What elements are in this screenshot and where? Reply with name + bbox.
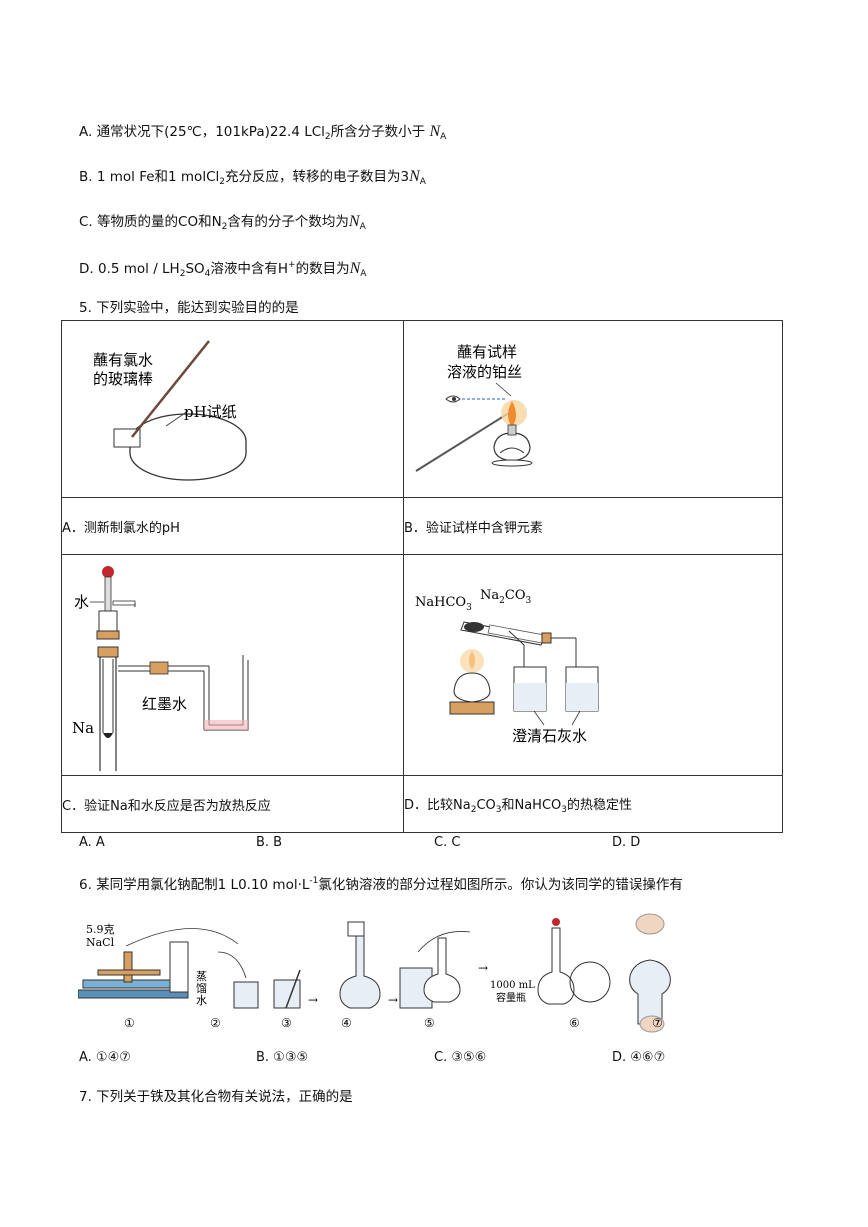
q5-choice-c[interactable]: C. C [434, 835, 461, 850]
step-4: ④ [341, 1016, 352, 1030]
step-3: ③ [281, 1016, 292, 1030]
subscript: A [440, 132, 447, 142]
q6-choice-a[interactable]: A. ①④⑦ [79, 1050, 131, 1065]
avogadro-symbol: N [348, 213, 360, 230]
label-distilled-1: 蒸 [196, 970, 207, 983]
label-volumetric-flask: 容量瓶 [496, 991, 526, 1004]
svg-text:→: → [478, 961, 488, 975]
label-distilled-3: 水 [196, 994, 207, 1007]
option-text: 0.5 mol / LH [97, 261, 180, 277]
caption-c: C．验证Na和水反应是否为放热反应 [61, 775, 404, 833]
option-text: 溶液中含有H [210, 261, 289, 277]
option-text: 所含分子数小于 [330, 124, 426, 140]
thermal-stability-illustration: NaHCO3 Na2CO3 澄清石灰水 [415, 588, 599, 745]
q6-choice-c[interactable]: C. ③⑤⑥ [434, 1050, 487, 1065]
svg-text:→: → [308, 993, 318, 1007]
option-text: 含有的分子个数均为 [227, 214, 349, 230]
cell-b-figure: 蘸有试样 溶液的铂丝 [403, 320, 783, 498]
cell-a-figure: 蘸有氯水 的玻璃棒 pH试纸 [61, 320, 404, 498]
cell-d-figure: NaHCO3 Na2CO3 澄清石灰水 [403, 554, 783, 776]
subscript: 4 [204, 269, 211, 279]
label-chlorine-rod-2: 的玻璃棒 [93, 370, 153, 388]
option-text: 充分反应，转移的电子数目为3 [224, 169, 410, 185]
label-flask-volume: 1000 mL [490, 980, 535, 991]
cell-c-figure: 水 Na 红墨水 [61, 554, 404, 786]
option-letter: A. [79, 124, 93, 140]
option-text: 等物质的量的CO和N [97, 214, 222, 230]
subscript: 2 [219, 177, 225, 187]
q6-procedure-figure: 5.9克 NaCl 蒸 馏 水 → → → 1000 mL 容量瓶 ① ② ③ … [78, 913, 671, 1033]
q5-experiment-table: 蘸有氯水 的玻璃棒 pH试纸 蘸有试样 溶液的铂丝 [61, 320, 783, 833]
q6-stem: 6. 某同学用氯化钠配制1 L0.10 mol·L-1氯化钠溶液的部分过程如图所… [79, 876, 683, 893]
caption-a: A．测新制氯水的pH [61, 497, 404, 555]
step-5: ⑤ [424, 1016, 435, 1030]
label-water: 水 [74, 593, 89, 611]
subscript: 2 [179, 269, 186, 279]
option-letter: D. [79, 261, 94, 277]
step-1: ① [124, 1016, 135, 1030]
avogadro-symbol: N [409, 168, 420, 185]
q5-choice-a[interactable]: A. A [79, 835, 105, 850]
label-ph-paper: pH试纸 [184, 403, 237, 421]
avogadro-symbol: N [429, 123, 441, 140]
option-text: SO [185, 261, 205, 277]
label-nahco3: NaHCO3 [415, 595, 472, 613]
subscript: 2 [324, 132, 331, 142]
q7-stem: 7. 下列关于铁及其化合物有关说法，正确的是 [79, 1089, 353, 1105]
step-6: ⑥ [569, 1016, 580, 1030]
sodium-water-illustration: 水 Na 红墨水 [72, 566, 249, 786]
label-sodium: Na [72, 719, 94, 737]
superscript: + [288, 260, 296, 270]
option-text: 通常状况下(25℃，101kPa)22.4 LCl [96, 124, 325, 140]
q5-choice-b[interactable]: B. B [256, 835, 283, 850]
option-text: 的数目为 [295, 261, 350, 277]
label-distilled-2: 馏 [196, 981, 207, 995]
step-labels: ① ② ③ ④ ⑤ ⑥ ⑦ [124, 1016, 663, 1030]
subscript: A [359, 222, 366, 232]
flame-test-illustration: 蘸有试样 溶液的铂丝 [415, 343, 533, 472]
label-chlorine-rod-1: 蘸有氯水 [93, 351, 153, 369]
q4-option-b: B. 1 mol Fe和1 molCl2充分反应，转移的电子数目为3NA [79, 165, 426, 187]
option-letter: C. [79, 214, 93, 230]
q4-option-a: A. 通常状况下(25℃，101kPa)22.4 LCl2所含分子数小于 NA [79, 120, 446, 142]
q5-choice-d[interactable]: D. D [612, 835, 641, 850]
q4-option-c: C. 等物质的量的CO和N2含有的分子个数均为NA [79, 210, 366, 232]
label-mass: 5.9克 [86, 923, 115, 936]
svg-text:→: → [388, 993, 398, 1007]
label-red-ink: 红墨水 [142, 695, 187, 713]
option-letter: B. [79, 169, 93, 185]
label-na2co3: Na2CO3 [480, 588, 531, 606]
q4-option-d: D. 0.5 mol / LH2SO4溶液中含有H+的数目为NA [79, 257, 366, 279]
ph-test-illustration: 蘸有氯水 的玻璃棒 pH试纸 [93, 340, 247, 481]
q5-stem: 5. 下列实验中，能达到实验目的的是 [79, 300, 299, 316]
subscript: 2 [221, 222, 228, 232]
step-2: ② [210, 1016, 221, 1030]
label-sample-wire-1: 蘸有试样 [457, 343, 517, 361]
avogadro-symbol: N [349, 260, 361, 277]
label-limewater: 澄清石灰水 [512, 727, 587, 745]
q6-choice-b[interactable]: B. ①③⑤ [256, 1050, 309, 1065]
caption-b: B．验证试样中含钾元素 [403, 497, 783, 555]
subscript: A [360, 269, 367, 279]
label-sample-wire-2: 溶液的铂丝 [447, 363, 522, 381]
step-7: ⑦ [652, 1016, 663, 1030]
q6-choice-d[interactable]: D. ④⑥⑦ [612, 1050, 666, 1065]
option-text: 1 mol Fe和1 molCl [96, 169, 220, 185]
label-nacl: NaCl [86, 936, 115, 949]
caption-d: D．比较Na2CO3和NaHCO3的热稳定性 [403, 775, 783, 833]
subscript: A [419, 177, 426, 187]
